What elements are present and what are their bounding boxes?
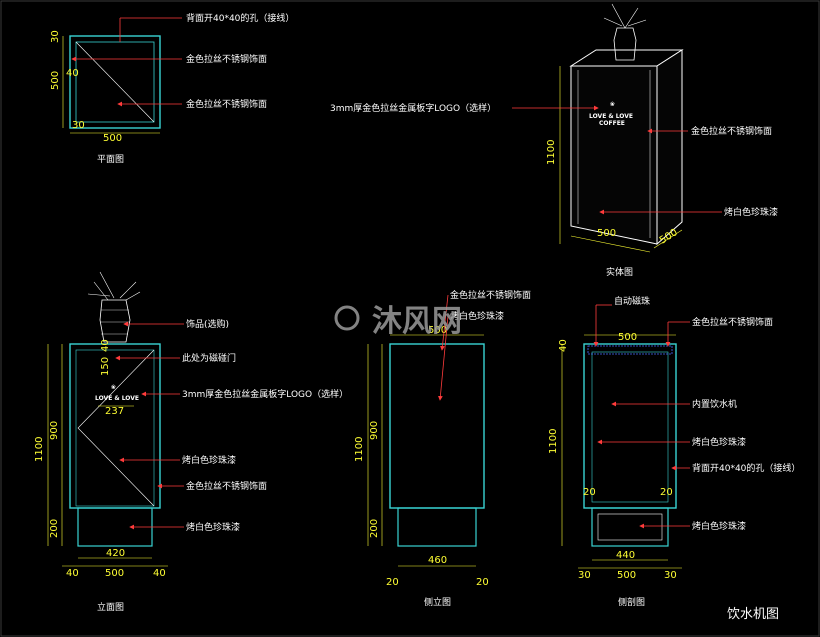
label-plan-gold1: 金色拉丝不锈钢饰面 [186, 53, 267, 65]
dim-front-500: 500 [105, 568, 124, 579]
iso-view: ❀ LOVE & LOVE COFFEE 1100 500 500 3mm厚金色… [330, 3, 778, 278]
dim-section-30b: 30 [664, 570, 677, 581]
dim-plan-500h: 500 [103, 133, 122, 144]
label-front-decor: 饰品(选购) [186, 318, 229, 330]
label-plan-hole: 背面开40*40的孔（接线） [186, 12, 294, 24]
label-front-magnet: 此处为磁碰门 [182, 352, 236, 364]
dim-iso-500a: 500 [597, 228, 616, 239]
dim-front-900: 900 [49, 421, 60, 440]
front-logo-mark: ❀ [111, 384, 116, 391]
dim-front-40b: 40 [153, 568, 166, 579]
dim-front-237: 237 [105, 406, 124, 417]
title-drawing: 饮水机图 [727, 607, 779, 622]
title-plan: 平面图 [97, 154, 124, 165]
title-side: 侧立图 [424, 596, 451, 608]
watermark-text: 沐风网 [372, 304, 462, 339]
dim-front-40: 40 [100, 339, 111, 352]
dim-front-200: 200 [49, 519, 60, 538]
dim-front-40a: 40 [66, 568, 79, 579]
dim-section-500b: 500 [617, 570, 636, 581]
plan-view: 30 500 40 30 500 背面开40*40的孔（接线） 金色拉丝不锈钢饰… [50, 12, 294, 165]
label-iso-paint: 烤白色珍珠漆 [724, 206, 778, 218]
dim-front-150: 150 [100, 357, 111, 376]
label-front-logo: 3mm厚金色拉丝金属板字LOGO（选样） [182, 388, 348, 400]
watermark-logo-icon [334, 305, 360, 331]
side-view: 500 1100 900 200 460 20 20 金色拉丝不锈钢饰面 烤白色… [354, 289, 531, 608]
front-logo-line1: LOVE & LOVE [95, 395, 139, 402]
dim-section-440: 440 [616, 550, 635, 561]
label-section-hole: 背面开40*40的孔（接线） [692, 462, 800, 474]
iso-logo-line2: COFFEE [599, 120, 625, 127]
watermark: 沐风网 [334, 304, 462, 339]
dim-plan-30a: 30 [50, 30, 61, 43]
dim-front-1100: 1100 [34, 437, 45, 462]
dim-side-200: 200 [369, 519, 380, 538]
dim-section-500: 500 [618, 332, 637, 343]
iso-logo-mark: ❀ [610, 101, 615, 108]
label-front-paint: 烤白色珍珠漆 [182, 454, 236, 466]
dim-side-460: 460 [428, 555, 447, 566]
dim-side-20a: 20 [386, 577, 399, 588]
label-plan-gold2: 金色拉丝不锈钢饰面 [186, 98, 267, 110]
dim-front-420: 420 [106, 548, 125, 559]
label-section-beads: 自动磁珠 [614, 295, 650, 307]
label-section-gold: 金色拉丝不锈钢饰面 [692, 316, 773, 328]
label-front-gold: 金色拉丝不锈钢饰面 [186, 480, 267, 492]
dim-side-20b: 20 [476, 577, 489, 588]
label-section-machine: 内置饮水机 [692, 398, 737, 410]
dim-plan-30b: 30 [72, 120, 85, 131]
front-view: ❀ LOVE & LOVE 1100 900 200 40 150 237 42… [34, 271, 348, 613]
title-iso: 实体图 [606, 266, 633, 278]
section-view: 500 40 1100 20 20 440 30 500 30 自动磁珠 金色拉… [548, 295, 800, 608]
dim-plan-40: 40 [66, 68, 79, 79]
label-iso-logo: 3mm厚金色拉丝金属板字LOGO（选样） [330, 102, 496, 114]
dim-plan-500v: 500 [50, 71, 61, 90]
iso-logo-line1: LOVE & LOVE [589, 113, 633, 120]
dim-side-500: 500 [428, 325, 447, 336]
dim-side-900: 900 [369, 421, 380, 440]
dim-section-30a: 30 [578, 570, 591, 581]
dim-section-20b: 20 [660, 487, 673, 498]
label-section-paint2: 烤白色珍珠漆 [692, 520, 746, 532]
dim-section-20a: 20 [583, 487, 596, 498]
dim-iso-1100: 1100 [546, 140, 557, 165]
title-front: 立面图 [97, 601, 124, 613]
dim-section-40: 40 [558, 339, 569, 352]
dim-section-1100: 1100 [548, 429, 559, 454]
label-front-paint2: 烤白色珍珠漆 [186, 521, 240, 533]
title-section: 侧剖图 [618, 596, 645, 608]
label-side-gold: 金色拉丝不锈钢饰面 [450, 289, 531, 301]
label-iso-gold: 金色拉丝不锈钢饰面 [691, 125, 772, 137]
label-side-paint: 烤白色珍珠漆 [450, 310, 504, 322]
label-section-paint: 烤白色珍珠漆 [692, 436, 746, 448]
dim-side-1100: 1100 [354, 437, 365, 462]
